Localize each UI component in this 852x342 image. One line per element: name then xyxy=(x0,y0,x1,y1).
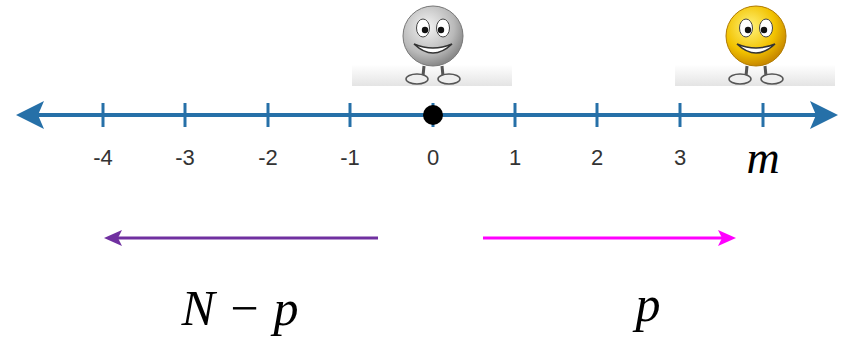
number-line xyxy=(16,101,838,129)
tick-number: 2 xyxy=(591,147,603,169)
right-arrow xyxy=(483,230,736,246)
tick-number: -3 xyxy=(175,147,195,169)
grey-smiley xyxy=(352,0,512,86)
tick-number: -2 xyxy=(258,147,278,169)
tick-number: 3 xyxy=(674,147,686,169)
left-arrow xyxy=(104,230,378,246)
yellow-smiley xyxy=(675,0,835,86)
tick-number: -4 xyxy=(93,147,113,169)
distance-label: N − p xyxy=(181,283,298,333)
tick-number: -1 xyxy=(340,147,360,169)
variable-label: m xyxy=(746,135,779,181)
distance-label: p xyxy=(636,279,661,329)
tick-number: 1 xyxy=(509,147,521,169)
tick-number: 0 xyxy=(427,147,439,169)
